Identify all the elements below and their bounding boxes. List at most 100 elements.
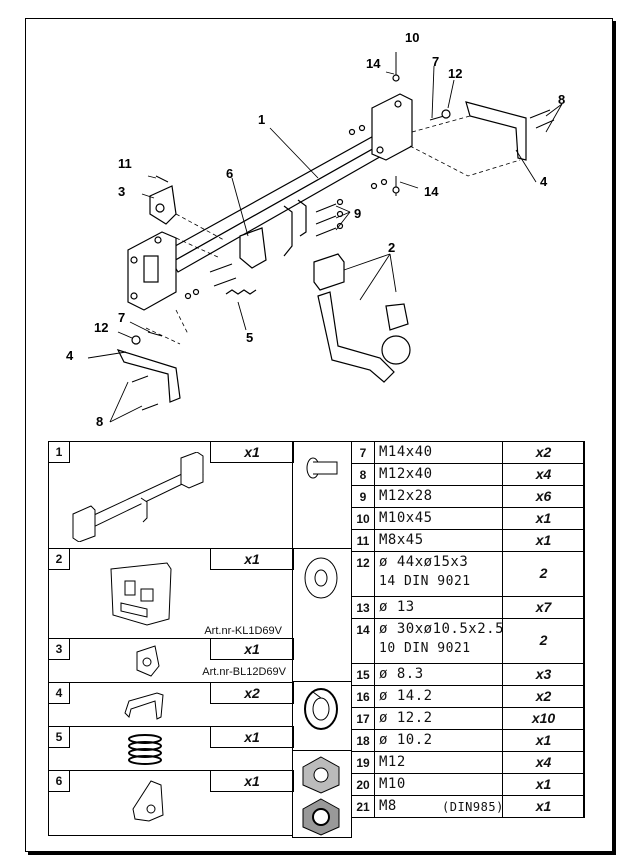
side-bracket-icon (124, 692, 164, 720)
hex-nut-icon (302, 756, 340, 794)
part-number: 3 (55, 642, 63, 656)
callout-10: 10 (405, 30, 419, 45)
part-number: 21 (356, 800, 370, 814)
fastener-row: 12 2 ø 44xø15x3 14 DIN 9021 (351, 551, 585, 597)
part-3-cell: 3 x1 Art.nr-BL12D69V (48, 638, 294, 683)
exploded-assembly-drawing: 1 2 3 4 4 5 6 7 7 8 8 9 10 11 12 12 14 1… (66, 30, 565, 429)
fastener-row: 11 x1 M8x45 (351, 529, 585, 552)
part-quantity: x1 (244, 444, 260, 460)
fastener-row: 21 x1 M8 (DIN985) (351, 795, 585, 818)
fastener-row: 15 x3 ø 8.3 (351, 663, 585, 686)
part-quantity: x1 (244, 773, 260, 789)
part-2-cell: 2 x1 Art.nr-KL1D69V (48, 548, 294, 639)
fastener-row: 10 x1 M10x45 (351, 507, 585, 530)
part-quantity: 2 (539, 632, 548, 648)
callout-4-left: 4 (66, 348, 74, 363)
bolt-icon-cell (292, 441, 352, 549)
part-quantity: 2 (539, 565, 548, 581)
part-number: 20 (356, 778, 370, 792)
part-quantity: x2 (244, 685, 260, 701)
nut-icon-cell (292, 750, 352, 838)
part-description-secondary: (DIN985) (442, 800, 504, 814)
parts-list-table: 1 x1 2 x1 Art.nr-KL1D69V 3 x (48, 441, 585, 838)
callout-11: 11 (118, 156, 132, 171)
part-quantity: x4 (535, 754, 552, 770)
part-description: M8 (379, 798, 397, 814)
callout-12-right: 12 (448, 66, 462, 81)
part-quantity: x2 (535, 444, 552, 460)
flat-washer-icon (304, 557, 338, 599)
part-description: M8x45 (379, 532, 424, 548)
part-description: M10 (379, 776, 406, 792)
part-quantity: x1 (535, 510, 552, 526)
part-5-cell: 5 x1 (48, 726, 294, 771)
part-number: 1 (55, 445, 63, 459)
part-quantity: x4 (535, 466, 552, 482)
part-quantity: x1 (535, 532, 552, 548)
part-number: 10 (356, 512, 370, 526)
part-description: ø 12.2 (379, 710, 433, 726)
socket-holder-icon (110, 562, 172, 626)
hook-bracket-icon (132, 780, 164, 822)
part-description-secondary: 14 DIN 9021 (379, 574, 471, 589)
drawing-frame (25, 18, 613, 852)
part-number: 12 (356, 556, 370, 570)
bolt-icon (306, 457, 338, 479)
callout-5: 5 (246, 330, 253, 345)
part-4-cell: 4 x2 (48, 682, 294, 727)
part-description: ø 10.2 (379, 732, 433, 748)
part-number: 2 (55, 552, 63, 566)
part-description: M12x40 (379, 466, 433, 482)
callout-7-right: 7 (432, 54, 439, 69)
part-number: 17 (356, 712, 370, 726)
callout-4-right: 4 (540, 174, 548, 189)
part-number: 18 (356, 734, 370, 748)
spring-washer-icon (304, 688, 338, 730)
part-description: ø 14.2 (379, 688, 433, 704)
part-number: 11 (356, 534, 370, 548)
part-description: ø 44xø15x3 (379, 554, 469, 570)
callout-8-left: 8 (96, 414, 103, 429)
part-quantity: x6 (535, 488, 552, 504)
part-quantity: x7 (535, 599, 552, 615)
callout-7-left: 7 (118, 310, 125, 325)
callout-8-right: 8 (558, 92, 565, 107)
callout-1: 1 (258, 112, 265, 127)
washer-flat-icon-cell (292, 548, 352, 682)
lock-nut-icon (302, 798, 340, 836)
fastener-row: 20 x1 M10 (351, 773, 585, 796)
part-number: 15 (356, 668, 370, 682)
part-quantity: x1 (535, 732, 552, 748)
fastener-row: 18 x1 ø 10.2 (351, 729, 585, 752)
callout-2: 2 (388, 240, 395, 255)
part-description: M12x28 (379, 488, 433, 504)
part-quantity: x1 (535, 776, 552, 792)
callout-9: 9 (354, 206, 361, 221)
part-quantity: x1 (244, 641, 260, 657)
part-quantity: x2 (535, 688, 552, 704)
part-description: ø 8.3 (379, 666, 424, 682)
part-description: M10x45 (379, 510, 433, 526)
part-description: ø 30xø10.5x2.5 (379, 621, 505, 637)
fastener-row: 9 x6 M12x28 (351, 485, 585, 508)
crossbar-icon (72, 452, 204, 542)
part-quantity: x10 (531, 710, 556, 726)
part-quantity: x1 (535, 798, 552, 814)
part-number: 6 (55, 774, 63, 788)
part-number: 9 (359, 490, 367, 504)
part-quantity: x3 (535, 666, 552, 682)
part-number: 5 (55, 730, 63, 744)
callout-14-top: 14 (366, 56, 381, 71)
part-description: M14x40 (379, 444, 433, 460)
part-description-secondary: 10 DIN 9021 (379, 641, 471, 656)
callout-3: 3 (118, 184, 125, 199)
part-number: 14 (356, 623, 370, 637)
part-number: 4 (55, 686, 63, 700)
article-number: Art.nr-BL12D69V (202, 666, 286, 678)
part-number: 13 (356, 601, 370, 615)
